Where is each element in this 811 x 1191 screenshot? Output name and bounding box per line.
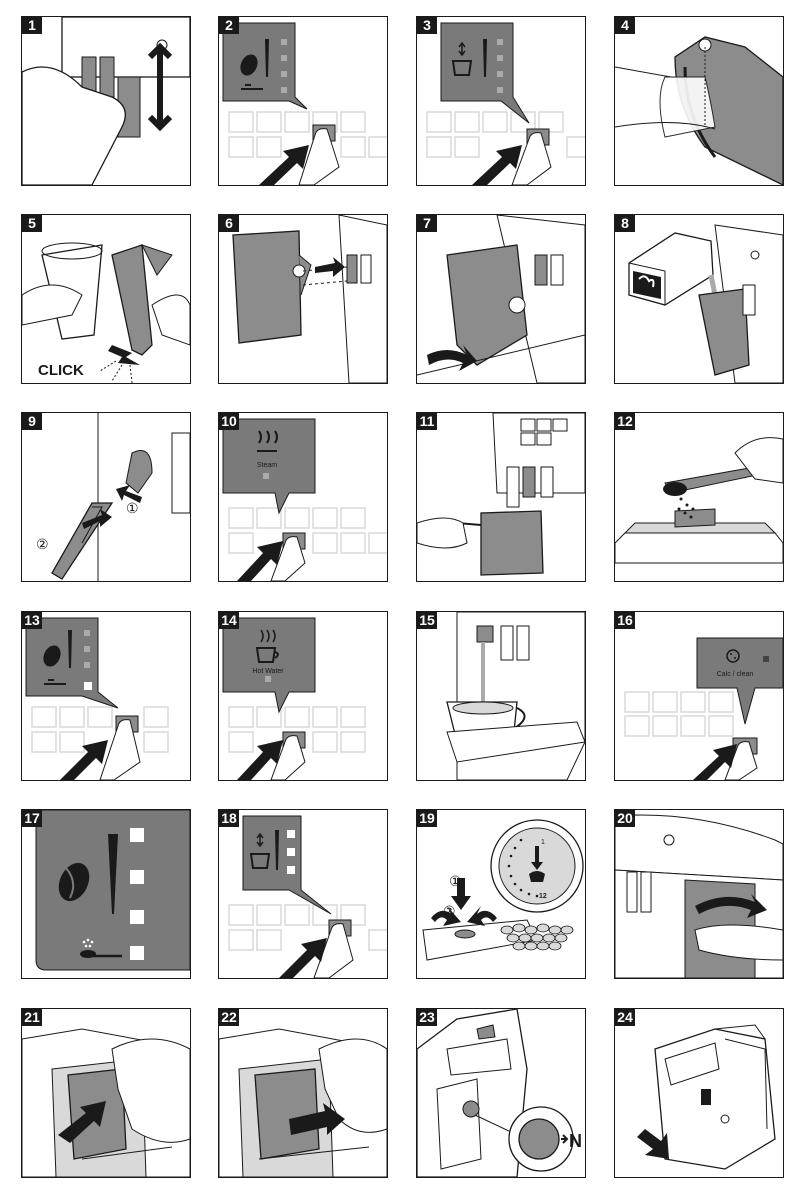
- step-24-panel: 24: [614, 1008, 784, 1178]
- illustration-hand-lift-handle: [22, 17, 190, 185]
- illustration-brew-group-push-button: N: [417, 1009, 585, 1177]
- step-number: 22: [219, 1009, 239, 1026]
- illustration-attach-filter-click: CLICK: [22, 215, 190, 383]
- step-2-panel: 2: [218, 16, 388, 186]
- step-number: 21: [22, 1009, 42, 1026]
- step-number: 10: [219, 413, 239, 430]
- step-number: 7: [417, 215, 437, 232]
- step-18-panel: 18: [218, 809, 388, 979]
- illustration-press-quantity-button-2: [219, 810, 387, 978]
- illustration-pull-out-brew-group: [219, 1009, 387, 1177]
- step-number: 18: [219, 810, 239, 827]
- dial-label-top: 1: [541, 839, 545, 846]
- illustration-press-ground-coffee-button: [22, 612, 190, 780]
- click-label: CLICK: [38, 362, 84, 379]
- step-number: 20: [615, 810, 635, 827]
- step-23-panel: 23 N: [416, 1008, 586, 1178]
- illustration-brew-group-unit: [615, 1009, 783, 1177]
- step-number: 11: [417, 413, 437, 430]
- step-number: 16: [615, 612, 635, 629]
- step-number: 5: [22, 215, 42, 232]
- dial-label-bottom: 12: [539, 893, 547, 900]
- step-number: 8: [615, 215, 635, 232]
- step-number: 2: [219, 17, 239, 34]
- illustration-open-service-door: [615, 810, 783, 978]
- step-4-panel: 4: [614, 16, 784, 186]
- callout-1: ①: [449, 873, 462, 889]
- illustration-grind-setting-dial: ① ② 1 12: [417, 810, 585, 978]
- step-3-panel: 3: [416, 16, 586, 186]
- step-10-panel: 10 Steam: [218, 412, 388, 582]
- step-6-panel: 6: [218, 214, 388, 384]
- step-number: 9: [22, 413, 42, 430]
- illustration-water-tank-valve: [615, 17, 783, 185]
- step-11-panel: 11: [416, 412, 586, 582]
- step-number: 24: [615, 1009, 635, 1026]
- step-22-panel: 22: [218, 1008, 388, 1178]
- illustration-press-brew-group-release: [22, 1009, 190, 1177]
- step-number: 1: [22, 17, 42, 34]
- illustration-press-strength-button: [219, 17, 387, 185]
- illustration-place-tank: [417, 215, 585, 383]
- steam-label: Steam: [257, 462, 277, 469]
- callout-2: ②: [443, 903, 456, 919]
- illustration-froth-milk-jug: [417, 413, 585, 581]
- step-number: 12: [615, 413, 635, 430]
- illustration-fill-milk: [615, 215, 783, 383]
- illustration-dispense-into-cup: [417, 612, 585, 780]
- step-number: 19: [417, 810, 437, 827]
- step-number: 15: [417, 612, 437, 629]
- step-5-panel: 5 CLICK: [21, 214, 191, 384]
- illustration-display-strength-panel: [22, 810, 190, 978]
- step-9-panel: 9 ① ②: [21, 412, 191, 582]
- callout-1: ①: [126, 500, 139, 516]
- illustration-press-hot-water-button: Hot Water: [219, 612, 387, 780]
- calc-clean-label: Calc / clean: [717, 671, 754, 678]
- illustration-assemble-milk-tube: ① ②: [22, 413, 190, 581]
- label-n: N: [569, 1131, 582, 1151]
- step-20-panel: 20: [614, 809, 784, 979]
- hot-water-label: Hot Water: [252, 668, 284, 675]
- step-8-panel: 8: [614, 214, 784, 384]
- step-14-panel: 14 Hot Water: [218, 611, 388, 781]
- step-16-panel: 16 Calc / clean: [614, 611, 784, 781]
- step-19-panel: 19 ① ② 1 12: [416, 809, 586, 979]
- step-number: 3: [417, 17, 437, 34]
- illustration-add-ground-coffee: [615, 413, 783, 581]
- step-15-panel: 15: [416, 611, 586, 781]
- step-1-panel: 1: [21, 16, 191, 186]
- step-number: 13: [22, 612, 42, 629]
- illustration-press-quantity-button: [417, 17, 585, 185]
- illustration-press-calc-clean-button: Calc / clean: [615, 612, 783, 780]
- step-13-panel: 13: [21, 611, 191, 781]
- step-number: 23: [417, 1009, 437, 1026]
- step-7-panel: 7: [416, 214, 586, 384]
- step-number: 17: [22, 810, 42, 827]
- step-21-panel: 21: [21, 1008, 191, 1178]
- step-17-panel: 17: [21, 809, 191, 979]
- callout-2: ②: [36, 536, 49, 552]
- step-number: 6: [219, 215, 239, 232]
- illustration-press-steam-button: Steam: [219, 413, 387, 581]
- step-number: 14: [219, 612, 239, 629]
- step-12-panel: 12: [614, 412, 784, 582]
- step-number: 4: [615, 17, 635, 34]
- illustration-insert-filter: [219, 215, 387, 383]
